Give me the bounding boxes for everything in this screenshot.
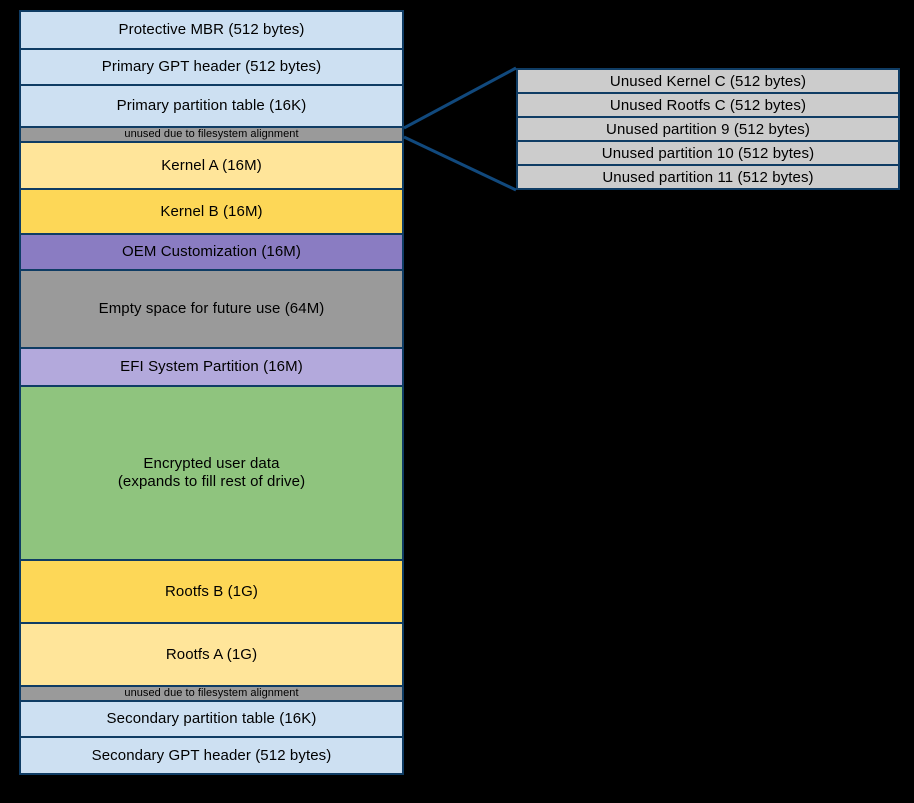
callout-leader-bottom — [403, 135, 517, 192]
partition-block-gpt-14: Secondary GPT header (512 bytes) — [19, 736, 404, 775]
unused-partitions-callout: Unused Kernel C (512 bytes)Unused Rootfs… — [516, 68, 900, 190]
partition-block-userdata-9: Encrypted user data (expands to fill res… — [19, 385, 404, 561]
partition-block-gpt-0: Protective MBR (512 bytes) — [19, 10, 404, 50]
partition-block-gpt-1: Primary GPT header (512 bytes) — [19, 48, 404, 86]
callout-row-2: Unused partition 9 (512 bytes) — [516, 116, 900, 142]
callout-row-0: Unused Kernel C (512 bytes) — [516, 68, 900, 94]
partition-block-gpt-13: Secondary partition table (16K) — [19, 700, 404, 738]
partition-block-kernel-4: Kernel A (16M) — [19, 141, 404, 190]
partition-block-empty-7: Empty space for future use (64M) — [19, 269, 404, 349]
callout-row-1: Unused Rootfs C (512 bytes) — [516, 92, 900, 118]
partition-block-rootfs-11: Rootfs A (1G) — [19, 622, 404, 687]
disk-partition-column: Protective MBR (512 bytes)Primary GPT he… — [19, 10, 404, 793]
callout-leader-top — [403, 66, 517, 130]
partition-block-oem-6: OEM Customization (16M) — [19, 233, 404, 271]
partition-block-efi-8: EFI System Partition (16M) — [19, 347, 404, 387]
callout-row-3: Unused partition 10 (512 bytes) — [516, 140, 900, 166]
partition-block-gpt-2: Primary partition table (16K) — [19, 84, 404, 128]
callout-row-4: Unused partition 11 (512 bytes) — [516, 164, 900, 190]
partition-block-rootfs-10: Rootfs B (1G) — [19, 559, 404, 624]
partition-block-kernel-5: Kernel B (16M) — [19, 188, 404, 235]
